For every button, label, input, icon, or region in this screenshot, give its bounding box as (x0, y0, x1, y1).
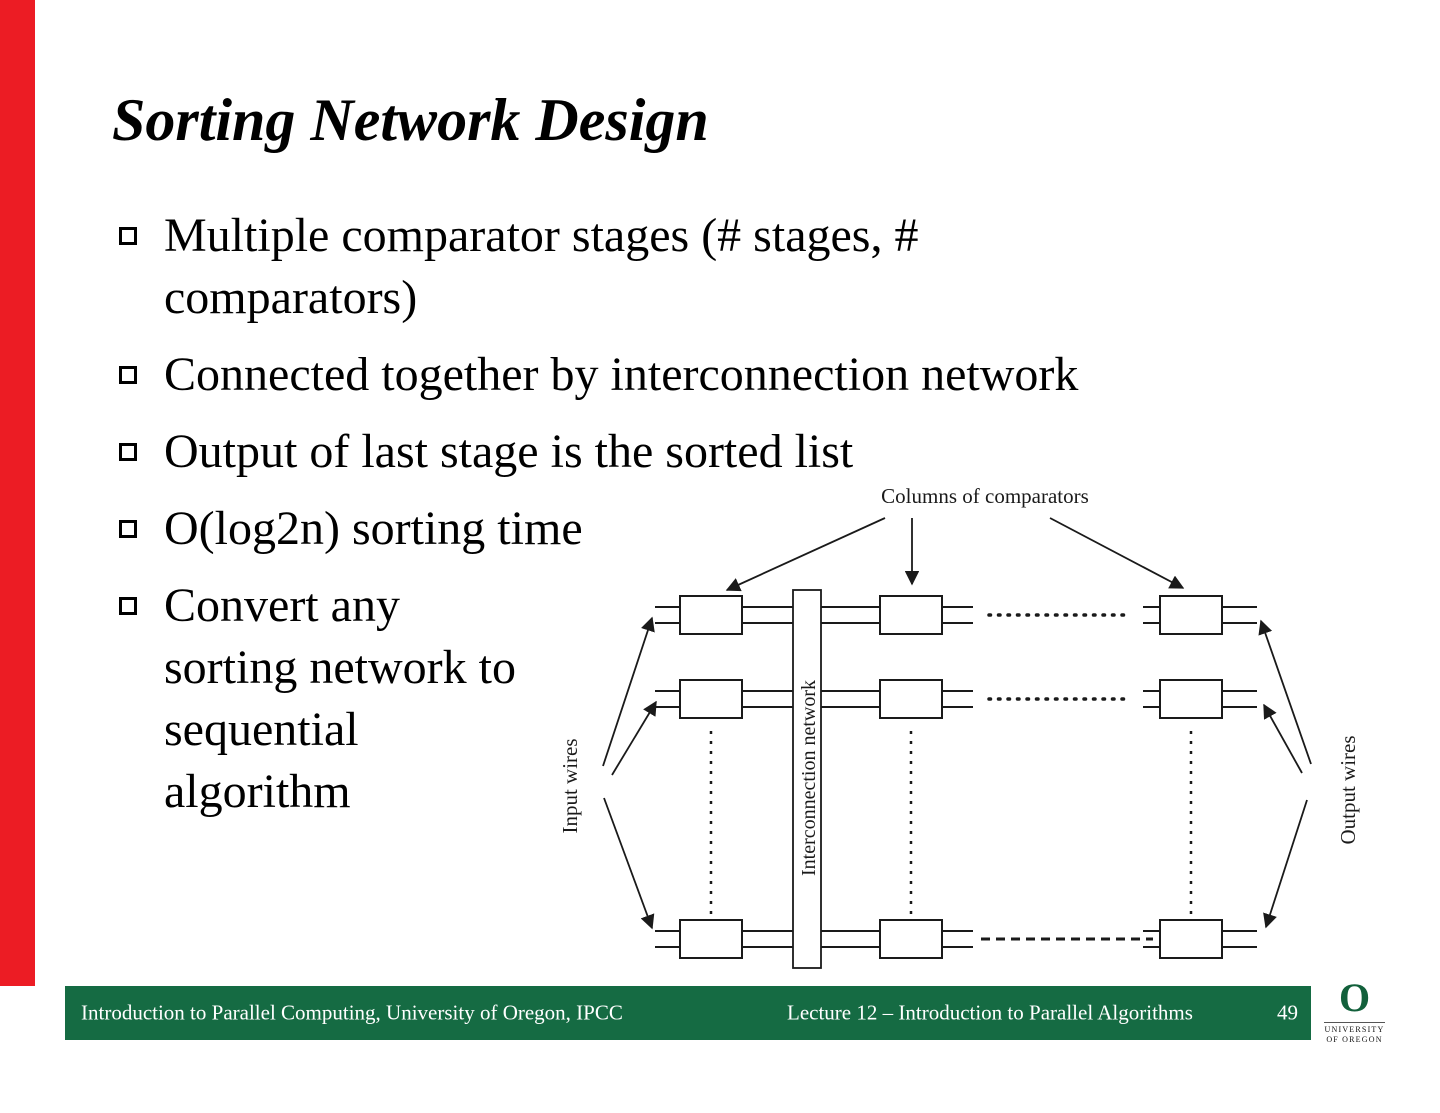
bullet-item: Connected together by interconnection ne… (115, 344, 1370, 406)
comparator-box (1159, 919, 1223, 959)
bullet-text: Connected together by interconnection ne… (164, 348, 1079, 401)
columns-of-comparators-label: Columns of comparators (881, 484, 1089, 508)
square-bullet-icon (119, 597, 137, 615)
output-wire-arrows (1258, 619, 1312, 929)
square-bullet-icon (119, 520, 137, 538)
university-of-oregon-logo: O UNIVERSITY OF OREGON (1314, 975, 1395, 1049)
comparator-box (879, 595, 943, 635)
square-bullet-icon (119, 443, 137, 461)
vertical-ellipsis-lines (709, 731, 1193, 915)
bullet-item: Convert any sorting network to sequentia… (115, 575, 1370, 823)
input-arrow (611, 700, 657, 776)
output-arrow (1263, 799, 1308, 929)
input-arrow (602, 616, 655, 767)
arrow-to-column-1 (725, 517, 886, 592)
dotted-wire-gaps (981, 613, 1153, 941)
comparator-box (679, 595, 743, 635)
footer-bar: Introduction to Parallel Computing, Univ… (65, 986, 1311, 1040)
comparator-box (879, 679, 943, 719)
bullet-text: O(log2n) sorting time (164, 502, 583, 555)
column-pointer-arrows (725, 517, 1185, 592)
wires (655, 606, 1257, 948)
uo-logo-o-icon: O (1338, 975, 1371, 1020)
bullet-list: Multiple comparator stages (# stages, # … (115, 205, 1370, 838)
comparator-box (679, 919, 743, 959)
interconnection-network-label: Interconnection network (798, 680, 820, 876)
uo-logo-divider (1324, 1022, 1385, 1023)
footer-lecture-text: Lecture 12 – Introduction to Parallel Al… (787, 1000, 1193, 1025)
sorting-network-diagram: Columns of comparators Interconnection n… (558, 484, 1360, 969)
bullet-text: Multiple comparator stages (# stages, # … (164, 209, 919, 324)
uo-logo-line1: UNIVERSITY (1324, 1025, 1385, 1034)
footer-page-number: 49 (1277, 1000, 1298, 1025)
comparator-box (1159, 679, 1223, 719)
left-accent-bar (0, 0, 35, 986)
bullet-text: Output of last stage is the sorted list (164, 425, 854, 478)
input-wire-arrows (602, 616, 657, 930)
comparator-boxes (679, 595, 1223, 959)
bullet-item: O(log2n) sorting time (115, 498, 1370, 560)
comparator-box (679, 679, 743, 719)
square-bullet-icon (119, 227, 137, 245)
footer-course-text: Introduction to Parallel Computing, Univ… (81, 1000, 623, 1025)
output-arrow (1263, 703, 1303, 774)
bullet-item: Output of last stage is the sorted list (115, 421, 1370, 483)
interconnection-network-box (792, 589, 822, 969)
output-wires-label: Output wires (1336, 735, 1360, 844)
uo-logo-line2: OF OREGON (1326, 1035, 1383, 1044)
input-wires-label: Input wires (558, 738, 582, 833)
comparator-box (879, 919, 943, 959)
input-arrow (603, 797, 655, 930)
output-arrow (1258, 619, 1312, 765)
arrow-to-column-3 (1049, 517, 1185, 589)
bullet-text: Convert any sorting network to sequentia… (164, 579, 516, 818)
square-bullet-icon (119, 366, 137, 384)
comparator-box (1159, 595, 1223, 635)
slide-title: Sorting Network Design (112, 87, 709, 153)
bullet-item: Multiple comparator stages (# stages, # … (115, 205, 1370, 329)
